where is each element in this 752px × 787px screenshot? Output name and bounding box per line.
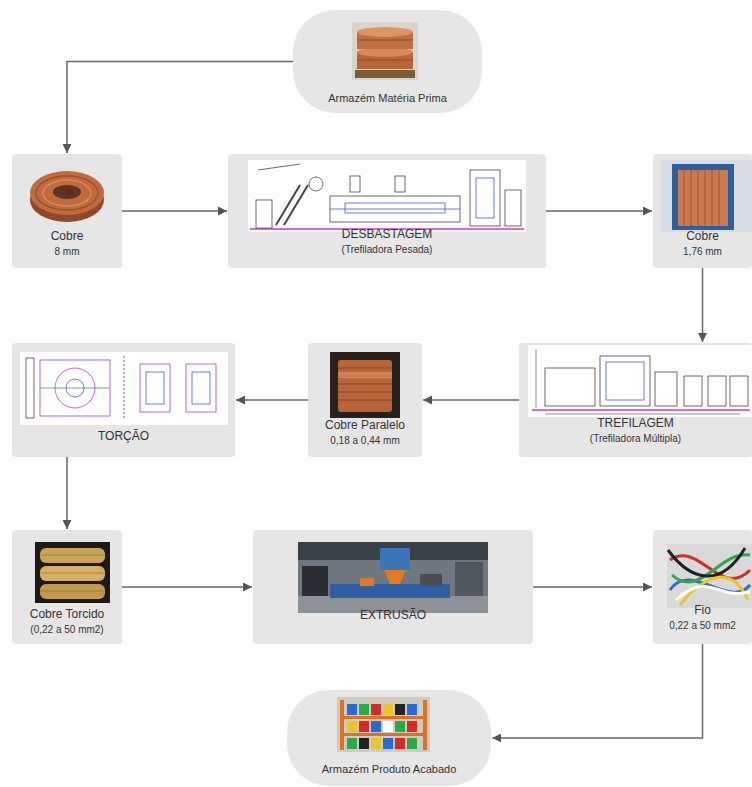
- machine-schematic: [528, 345, 752, 417]
- node-sublabel: 0,18 a 0,44 mm: [330, 434, 399, 447]
- flow-arrow: [533, 586, 652, 588]
- process-box: EXTRUSÃO: [253, 530, 533, 644]
- process-box: DESBASTAGEM(Trefiladora Pesada): [228, 154, 546, 268]
- machine-schematic: [248, 160, 526, 232]
- node-label: Cobre Torcido: [30, 607, 104, 623]
- copper-reel-picture: [661, 160, 752, 232]
- copper-coil-picture: [30, 171, 104, 222]
- node-label: DESBASTAGEM: [342, 227, 432, 243]
- flow-arrow: [492, 644, 702, 738]
- node-label: Armazém Matéria Prima: [328, 91, 447, 105]
- flow-arrow: [122, 210, 227, 212]
- flow-arrow: [423, 399, 519, 401]
- process-box: Fio0,22 a 50 mm2: [653, 530, 752, 644]
- flow-arrow: [546, 210, 652, 212]
- shelves-picture: [337, 697, 430, 752]
- flow-arrow: [66, 457, 68, 529]
- coil-stack-picture: [352, 22, 418, 80]
- node-sublabel: (Trefiladora Pesada): [342, 243, 433, 256]
- stranded-spool-picture: [35, 542, 110, 603]
- node-sublabel: (Trefiladora Múltipla): [590, 432, 681, 445]
- process-box: TREFILAGEM(Trefiladora Múltipla): [519, 343, 752, 457]
- node-label: Cobre Paralelo: [325, 418, 405, 434]
- flow-arrow: [702, 268, 704, 342]
- node-sublabel: (0,22 a 50 mm2): [30, 623, 103, 636]
- copper-spool-picture: [330, 352, 400, 418]
- flow-arrow: [122, 586, 252, 588]
- node-sublabel: 0,22 a 50 mm2: [669, 619, 736, 632]
- process-box: Cobre1,76 mm: [653, 154, 752, 268]
- machine-schematic: [20, 352, 228, 425]
- process-box: Cobre8 mm: [12, 154, 122, 268]
- process-box: Cobre Paralelo0,18 a 0,44 mm: [308, 343, 422, 457]
- node-label: Cobre: [51, 229, 84, 245]
- node-sublabel: 8 mm: [55, 245, 80, 258]
- node-sublabel: 1,76 mm: [683, 245, 722, 258]
- node-label: EXTRUSÃO: [360, 608, 426, 624]
- node-label: Cobre: [686, 229, 719, 245]
- process-box: Cobre Torcido(0,22 a 50 mm2): [12, 530, 122, 644]
- storage-terminal: Armazém Matéria Prima: [293, 10, 482, 113]
- extruder-picture: [298, 542, 488, 613]
- wires-picture: [667, 544, 752, 608]
- node-label: Fio: [694, 603, 711, 619]
- flow-arrow: [67, 62, 293, 154]
- node-label: Armazém Produto Acabado: [322, 762, 457, 776]
- storage-terminal: Armazém Produto Acabado: [287, 690, 492, 786]
- flow-arrow: [236, 399, 308, 401]
- node-label: TREFILAGEM: [597, 416, 674, 432]
- node-label: TORÇÃO: [98, 429, 149, 445]
- process-box: TORÇÃO: [12, 343, 235, 457]
